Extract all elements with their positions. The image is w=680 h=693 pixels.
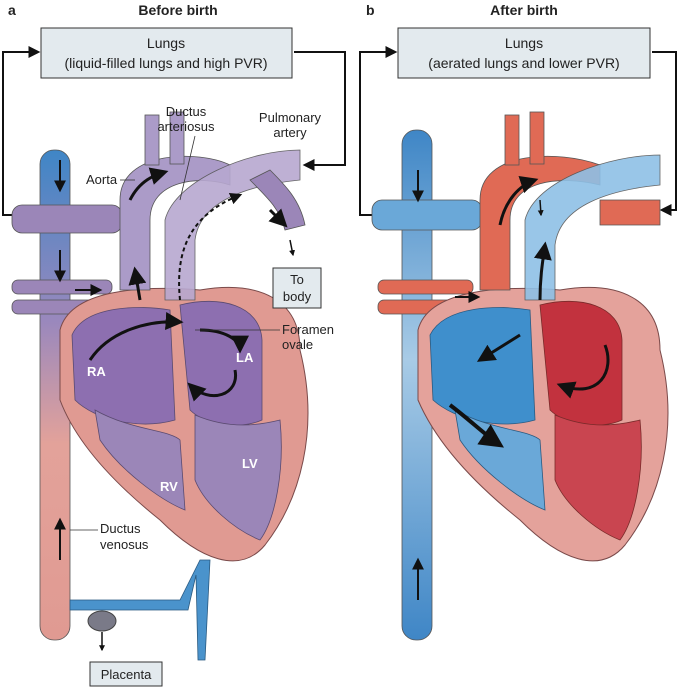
pulmonary-artery	[164, 149, 301, 301]
foramen-ovale-label: ovale	[282, 337, 313, 352]
left-ventricle	[554, 414, 642, 541]
panel-b: b After birth Lungs (aerated lungs and l…	[359, 2, 677, 641]
panel-letter: b	[366, 2, 375, 18]
flow-from-lungs-line	[294, 51, 346, 171]
lungs-title: Lungs	[147, 35, 185, 51]
placenta-label: Placenta	[101, 667, 152, 682]
ductus-venosus-label: Ductus	[100, 521, 141, 536]
umbilical-vessels	[69, 559, 211, 661]
panel-letter: a	[8, 2, 16, 18]
pulmonary-artery	[524, 154, 661, 301]
placenta-box	[89, 661, 163, 687]
right-atrium	[71, 307, 176, 425]
to-body-label: body	[283, 289, 312, 304]
lv-label: LV	[242, 456, 258, 471]
panel-title: Before birth	[138, 2, 217, 18]
ductus-venosus-node	[87, 610, 117, 632]
to-body-box	[272, 267, 322, 309]
lungs-title: Lungs	[505, 35, 543, 51]
ra-label: RA	[87, 364, 106, 379]
panel-title: After birth	[490, 2, 558, 18]
ductus-arteriosus-label: arteriosus	[157, 119, 215, 134]
flow-to-lungs-line	[2, 46, 41, 216]
ductus-venosus-label: venosus	[100, 537, 149, 552]
lungs-subtitle: (liquid-filled lungs and high PVR)	[64, 55, 267, 71]
foramen-ovale-label: Foramen	[282, 322, 334, 337]
left-atrium	[539, 300, 623, 426]
la-label: LA	[236, 350, 254, 365]
lungs-box	[397, 27, 651, 79]
pulmonary-vein	[11, 204, 123, 234]
lungs-box	[40, 27, 293, 79]
right-atrium	[429, 307, 536, 425]
rv-label: RV	[160, 479, 178, 494]
pulmonary-artery-label: artery	[273, 125, 307, 140]
ductus-arteriosus-label: Ductus	[166, 104, 207, 119]
panel-a: a Before birth Lungs (liquid-filled lung…	[2, 2, 346, 687]
pulmonary-artery-label: Pulmonary	[259, 110, 322, 125]
aorta-label: Aorta	[86, 172, 118, 187]
lungs-subtitle: (aerated lungs and lower PVR)	[428, 55, 619, 71]
left-ventricle	[194, 414, 282, 541]
right-ventricle	[94, 409, 186, 511]
to-body-label: To	[290, 272, 304, 287]
pulmonary-vein	[371, 199, 483, 231]
